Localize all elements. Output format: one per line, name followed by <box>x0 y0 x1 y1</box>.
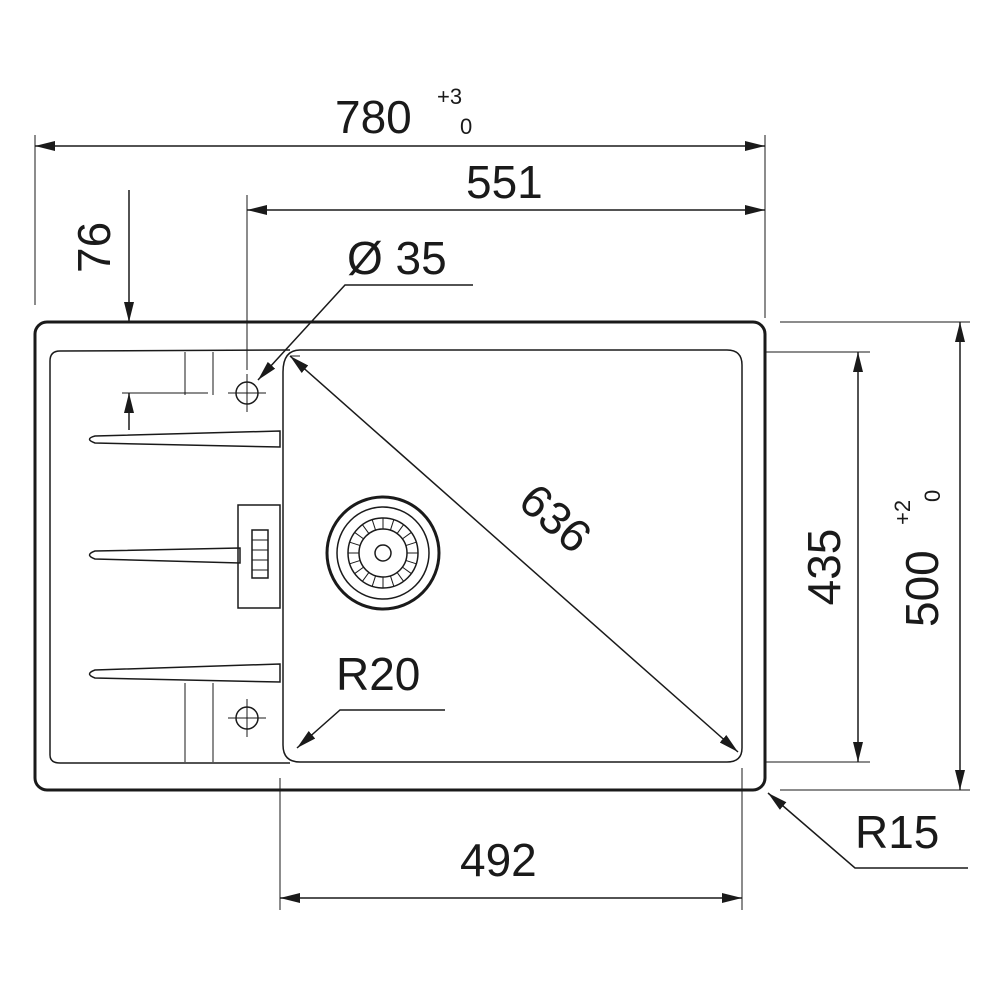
label-overall-width-tol-lower: 0 <box>460 114 472 139</box>
strainer-spoke <box>405 559 417 565</box>
strainer-spoke <box>402 566 412 574</box>
leader-inner-radius <box>296 709 445 749</box>
overflow-slot <box>237 504 281 609</box>
strainer-spoke <box>405 541 417 547</box>
strainer-spoke <box>402 532 412 540</box>
label-tap-hole-diameter: Ø 35 <box>347 232 447 284</box>
strainer-spoke <box>389 575 395 587</box>
extension-lines <box>34 135 970 910</box>
drainer-rib <box>88 547 241 564</box>
label-bowl-width: 492 <box>460 834 537 886</box>
strainer-spoke <box>396 572 404 582</box>
label-overall-height-group: 500 +2 0 <box>890 490 948 627</box>
strainer-spoke <box>349 541 361 547</box>
label-bowl-offset-width: 551 <box>466 156 543 208</box>
dim-line-bowl-diagonal <box>289 355 739 753</box>
bowl-outline <box>282 349 743 763</box>
strainer-spoke <box>349 559 361 565</box>
drainer-outline <box>49 349 291 764</box>
leader-outer-radius <box>767 792 968 869</box>
strainer-spoke <box>396 524 404 534</box>
label-bowl-diagonal: 636 <box>510 473 602 563</box>
label-inner-radius: R20 <box>336 648 420 700</box>
strainer-spoke <box>362 524 370 534</box>
strainer-spoke <box>371 575 377 587</box>
strainer-spoke <box>389 519 395 531</box>
drainer-ribs <box>88 430 281 683</box>
label-overall-width-tol-upper: +3 <box>437 84 462 109</box>
label-overall-height-tol-upper: +2 <box>890 500 915 525</box>
leader-tap-hole <box>257 284 473 381</box>
strainer-spoke <box>354 566 364 574</box>
strainer-spoke <box>354 532 364 540</box>
drain-strainer <box>325 495 441 611</box>
label-outer-radius: R15 <box>855 806 939 858</box>
drainer-rib <box>88 663 281 683</box>
drainer-rib <box>88 430 281 448</box>
strainer-spoke <box>362 572 370 582</box>
label-overall-height: 500 <box>896 550 948 627</box>
strainer-spoke <box>371 519 377 531</box>
tap-hole-lower <box>228 699 266 737</box>
label-overall-width: 780 <box>335 91 412 143</box>
sink-outer-outline <box>33 320 767 792</box>
label-bowl-height: 435 <box>798 529 850 606</box>
tap-hole-upper <box>228 374 266 412</box>
label-overall-height-tol-lower: 0 <box>920 490 945 502</box>
label-tap-hole-offset: 76 <box>68 222 120 273</box>
